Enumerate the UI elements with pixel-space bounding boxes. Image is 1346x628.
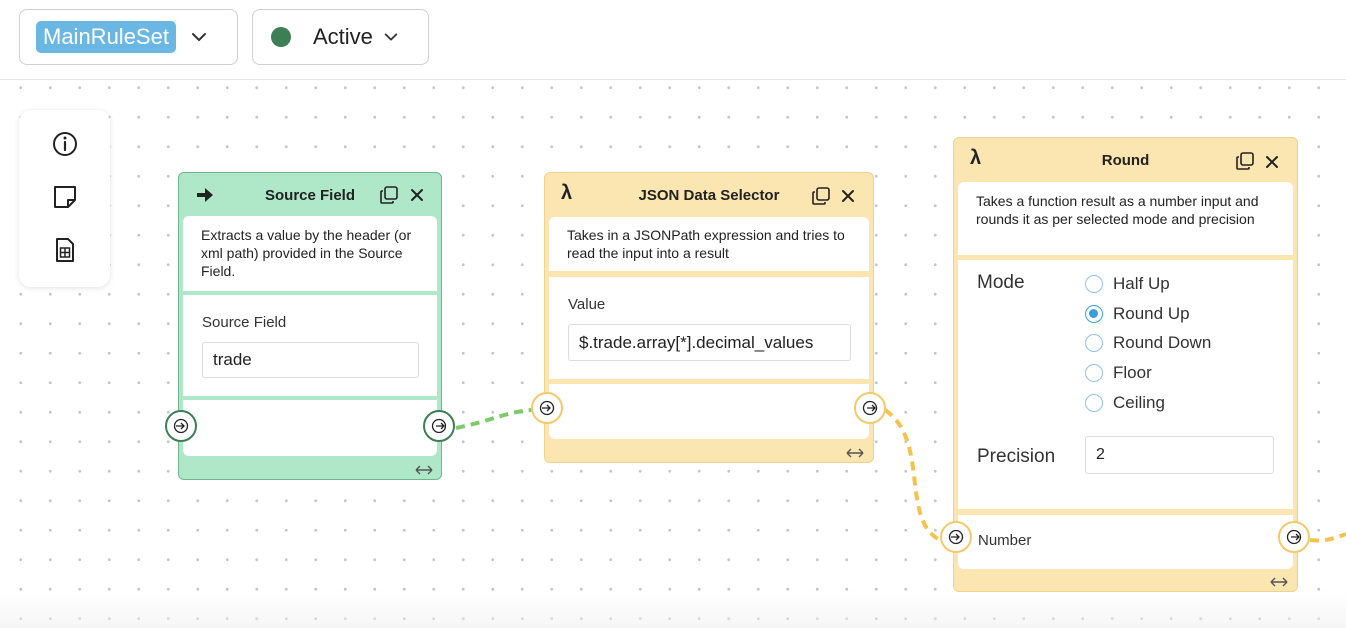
arrow-right-icon	[197, 188, 213, 202]
port-arrow-in-icon	[539, 400, 555, 416]
node-ports-panel: Number	[958, 515, 1293, 569]
mode-option-round-down[interactable]: Round Down	[1085, 333, 1211, 353]
canvas-bottom-fade	[0, 590, 1346, 628]
node-ports-panel	[183, 400, 437, 456]
precision-label: Precision	[977, 446, 1056, 467]
input-port[interactable]	[165, 410, 197, 442]
ruleset-name: MainRuleSet	[36, 21, 176, 53]
value-field-label: Value	[568, 296, 606, 313]
precision-input[interactable]: 2	[1085, 436, 1274, 474]
copy-icon[interactable]	[379, 185, 399, 205]
radio-button-checked[interactable]	[1085, 305, 1103, 323]
number-input-label: Number	[978, 532, 1032, 549]
close-icon[interactable]	[841, 189, 855, 203]
radio-button[interactable]	[1085, 275, 1103, 293]
node-description: Extracts a value by the header (or xml p…	[201, 227, 412, 279]
node-description: Takes in a JSONPath expression and tries…	[567, 227, 845, 261]
node-header[interactable]: λ Round	[954, 138, 1297, 182]
node-description-panel: Extracts a value by the header (or xml p…	[183, 216, 437, 291]
node-header[interactable]: Source Field	[179, 173, 441, 217]
node-source-field[interactable]: Source Field Extracts a value by the hea…	[178, 172, 442, 480]
node-description-panel: Takes in a JSONPath expression and tries…	[549, 217, 869, 271]
mode-option-round-up[interactable]: Round Up	[1085, 304, 1190, 324]
resize-icon[interactable]	[415, 465, 433, 475]
node-config-panel: Value $.trade.array[*].decimal_values	[549, 277, 869, 379]
chevron-down-icon	[191, 33, 206, 41]
copy-icon[interactable]	[811, 186, 831, 206]
resize-icon[interactable]	[846, 448, 864, 458]
info-icon[interactable]	[51, 130, 79, 158]
status-label: Active	[313, 24, 373, 49]
source-field-label: Source Field	[202, 314, 287, 331]
side-toolbar	[19, 110, 110, 287]
ruleset-dropdown[interactable]: MainRuleSet	[19, 9, 238, 65]
mode-option-label: Round Down	[1113, 333, 1212, 352]
mode-label: Mode	[977, 272, 1025, 293]
sticky-note-icon[interactable]	[51, 183, 79, 211]
mode-option-label: Ceiling	[1113, 393, 1165, 412]
port-arrow-in-icon	[173, 418, 189, 434]
source-field-input[interactable]: trade	[202, 342, 419, 378]
radio-button[interactable]	[1085, 334, 1103, 352]
lambda-icon: λ	[970, 147, 982, 169]
input-port[interactable]	[940, 521, 972, 553]
radio-button[interactable]	[1085, 364, 1103, 382]
top-bar: MainRuleSet Active	[0, 0, 1346, 80]
node-json-data-selector[interactable]: λ JSON Data Selector Takes in a JSONPath…	[544, 172, 874, 463]
node-ports-panel	[549, 384, 869, 439]
lambda-icon: λ	[561, 182, 573, 204]
port-arrow-out-icon	[1286, 529, 1302, 545]
output-port[interactable]	[1278, 521, 1310, 553]
spreadsheet-icon[interactable]	[51, 236, 79, 264]
input-port[interactable]	[531, 392, 563, 424]
node-description: Takes a function result as a number inpu…	[976, 193, 1259, 227]
port-arrow-in-icon	[948, 529, 964, 545]
close-icon[interactable]	[410, 188, 424, 202]
status-dot	[271, 27, 291, 47]
chevron-down-icon	[384, 33, 398, 41]
mode-option-ceiling[interactable]: Ceiling	[1085, 393, 1165, 413]
port-arrow-out-icon	[862, 400, 878, 416]
port-arrow-out-icon	[431, 418, 447, 434]
mode-option-half-up[interactable]: Half Up	[1085, 274, 1170, 294]
node-title: Round	[1101, 151, 1150, 169]
close-icon[interactable]	[1265, 155, 1279, 169]
resize-icon[interactable]	[1270, 577, 1288, 587]
mode-option-label: Floor	[1113, 363, 1152, 382]
mode-option-floor[interactable]: Floor	[1085, 363, 1152, 383]
jsonpath-input[interactable]: $.trade.array[*].decimal_values	[568, 324, 851, 361]
output-port[interactable]	[423, 410, 455, 442]
status-dropdown[interactable]: Active	[252, 9, 429, 65]
node-round[interactable]: λ Round Takes a function result as a num…	[953, 137, 1298, 592]
node-header[interactable]: λ JSON Data Selector	[545, 173, 873, 217]
node-title: JSON Data Selector	[638, 186, 780, 204]
output-port[interactable]	[854, 392, 886, 424]
node-title: Source Field	[264, 186, 356, 204]
node-description-panel: Takes a function result as a number inpu…	[958, 182, 1293, 255]
node-config-panel: Mode Precision 2	[958, 260, 1293, 509]
mode-option-label: Round Up	[1113, 304, 1190, 323]
node-config-panel: Source Field trade	[183, 295, 437, 396]
copy-icon[interactable]	[1235, 151, 1255, 171]
radio-button[interactable]	[1085, 394, 1103, 412]
mode-option-label: Half Up	[1113, 274, 1170, 293]
